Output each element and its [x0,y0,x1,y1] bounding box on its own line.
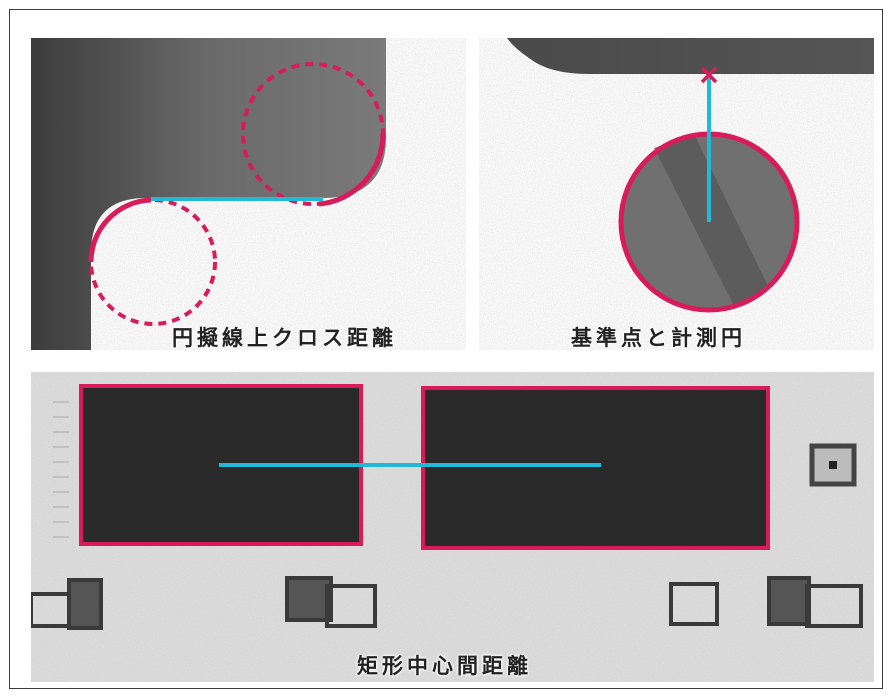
inner-groove [654,134,769,306]
rect-center-distance-panel [31,372,874,682]
caption-reference-point-circle: 基準点と計測円 [571,326,746,350]
reference-point-panel [479,38,874,350]
caption-rect-center-distance: 矩形中心間距離 [357,654,532,678]
circle-cross-distance-panel [31,38,466,350]
solid-arc-lower [88,197,152,263]
small-square-component [809,443,857,487]
x-mark-icon [700,66,718,84]
solid-arc-upper [318,133,386,207]
caption-circle-cross-distance: 円擬線上クロス距離 [172,326,397,350]
top-edge-part [507,38,874,74]
dark-part-shape [31,38,386,350]
right-rectangle [421,386,770,550]
pin-components [31,576,863,630]
dashed-circle-lower [89,198,217,326]
scale-ticks [53,401,69,538]
